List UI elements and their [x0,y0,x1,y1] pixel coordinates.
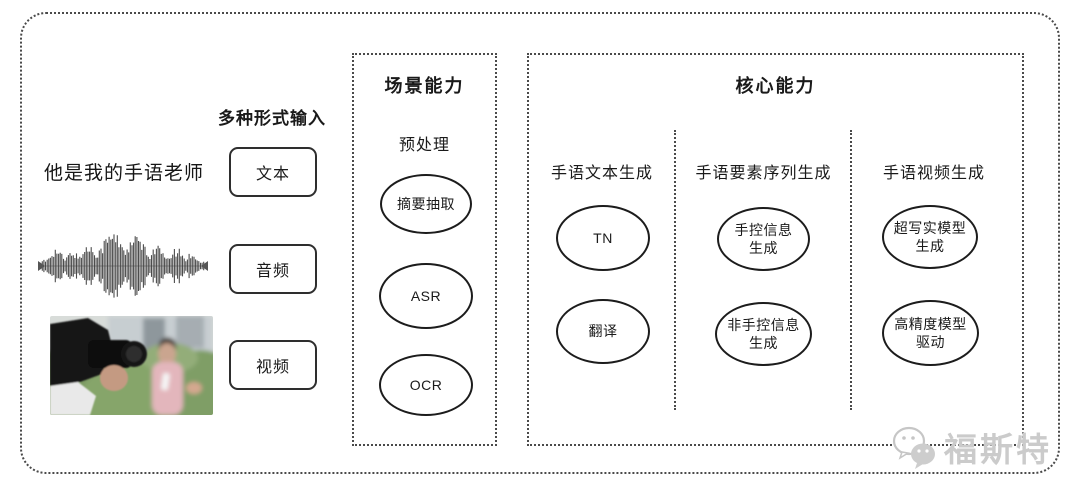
scene-panel-subtitle: 预处理 [398,137,450,154]
node-translation: 翻译 [556,299,650,364]
watermark: 福斯特 [890,423,1052,471]
node-hyperrealistic-model-generation: 超写实模型 生成 [882,205,978,269]
node-tn: TN [556,205,650,271]
node-manual-info-line1: 手控信息 [734,221,793,238]
input-type-audio-label: 音频 [255,263,290,280]
node-summary-extraction-label: 摘要抽取 [397,195,455,212]
node-manual-info-line2: 生成 [749,240,778,256]
node-ocr-label: OCR [409,376,443,393]
column-label-sign-video-generation: 手语视频生成 [882,165,985,182]
input-type-video-label: 视频 [255,359,290,376]
input-type-video-box: 视频 [229,340,317,390]
input-type-audio-box: 音频 [229,244,317,294]
node-translation-label: 翻译 [588,323,618,340]
core-capability-panel: 核心能力 手语文本生成 TN 翻译 手语要素序列生成 手控信息 生成 非手控信息… [527,53,1024,446]
node-manual-info-generation: 手控信息 生成 [717,207,810,271]
column-divider-2 [850,130,852,410]
column-label-sign-element-sequence-generation: 手语要素序列生成 [695,165,832,182]
input-section-heading: 多种形式输入 [218,109,326,128]
reporter-photo-image [50,316,213,415]
node-non-manual-info-generation: 非手控信息 生成 [715,302,812,366]
node-asr-label: ASR [410,287,442,304]
scene-capability-panel: 场景能力 预处理 摘要抽取 ASR OCR [352,53,497,446]
wechat-icon [892,426,935,469]
node-asr: ASR [379,263,473,329]
node-tn-label: TN [593,229,613,246]
audio-waveform-icon [38,234,208,298]
reporter-photo [50,316,213,415]
outer-dashed-frame [20,12,1060,474]
node-high-precision-line1: 高精度模型 [894,315,967,332]
node-summary-extraction: 摘要抽取 [380,174,472,234]
input-type-text-box: 文本 [229,147,317,197]
node-non-manual-info-line1: 非手控信息 [727,316,800,333]
node-ocr: OCR [379,354,473,416]
core-panel-title: 核心能力 [735,76,816,96]
node-hyperrealistic-line1: 超写实模型 [893,219,967,236]
node-high-precision-model-driving: 高精度模型 驱动 [882,300,979,366]
node-high-precision-line2: 驱动 [916,334,945,350]
audio-waveform [36,227,210,305]
scene-panel-title: 场景能力 [384,76,465,96]
watermark-text: 福斯特 [944,431,1052,468]
node-hyperrealistic-line2: 生成 [915,238,945,254]
column-label-sign-text-generation: 手语文本生成 [551,165,654,182]
column-divider-1 [674,130,676,410]
input-type-text-label: 文本 [255,166,290,183]
node-non-manual-info-line2: 生成 [749,335,778,351]
sample-sentence-text: 他是我的手语老师 [44,163,205,184]
